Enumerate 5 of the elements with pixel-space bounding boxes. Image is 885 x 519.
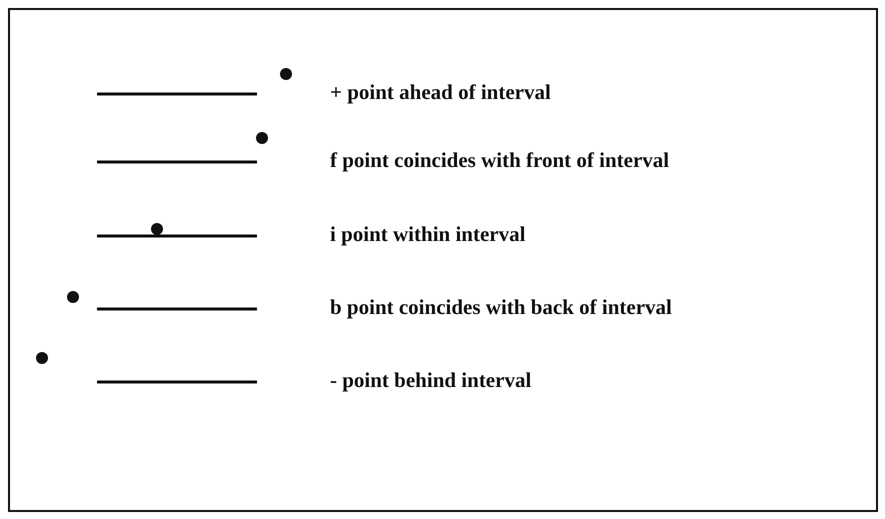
legend-text: + point ahead of interval [330,80,551,104]
legend-text: - point behind interval [330,368,532,392]
legend-text: b point coincides with back of interval [330,295,672,319]
legend-text: f point coincides with front of interval [330,148,670,172]
legend-text: i point within interval [330,222,526,246]
